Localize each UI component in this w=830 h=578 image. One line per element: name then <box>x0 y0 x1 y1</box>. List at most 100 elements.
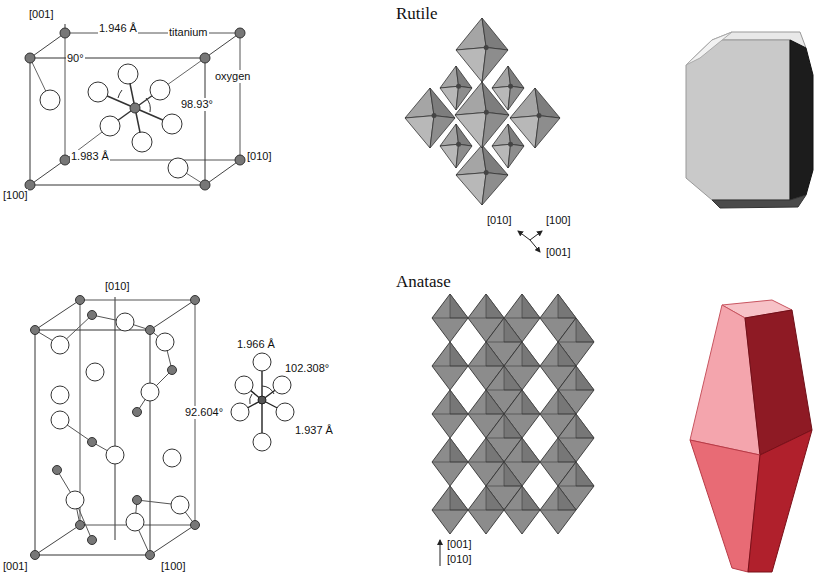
octahedron-edge <box>504 462 540 463</box>
bond-length: 1.937 Å <box>294 424 334 437</box>
unit-cell-upper <box>25 24 245 190</box>
octahedron-face <box>450 486 468 510</box>
axis-label: [010] <box>486 214 512 227</box>
octahedron-face <box>486 390 504 414</box>
octahedron-face <box>405 88 434 118</box>
crystal-face <box>790 40 813 200</box>
octahedron <box>432 342 468 390</box>
octahedron-face <box>450 294 468 318</box>
octahedron-edge <box>558 486 594 487</box>
ti-atom <box>60 28 70 38</box>
ti-atom <box>456 142 461 147</box>
crystal-face <box>712 195 806 208</box>
angle-label: 98.93° <box>180 98 214 111</box>
crystal-face <box>686 32 732 65</box>
cell-edge <box>30 58 205 185</box>
cell-edge <box>35 525 80 555</box>
octahedron-face <box>576 414 594 438</box>
phase-title: Anatase <box>395 272 452 292</box>
octahedron-edge <box>468 366 504 367</box>
ti-atom <box>60 155 70 165</box>
o-atom <box>100 116 120 136</box>
octahedron-edge <box>468 462 504 463</box>
ti-atom <box>258 396 266 404</box>
angle-arc <box>250 394 252 404</box>
octahedron-face <box>405 116 434 148</box>
octahedron-face <box>576 462 594 486</box>
octahedron-face <box>576 318 594 342</box>
octahedron-face <box>522 390 540 414</box>
cell-edge <box>80 300 195 525</box>
bond-length: 1.966 Å <box>236 338 276 351</box>
octahedron-face <box>504 462 522 486</box>
octahedron-edge <box>540 510 576 511</box>
o-atom <box>132 132 152 152</box>
octahedron <box>432 438 468 486</box>
octahedron-face <box>508 66 524 88</box>
o-atom <box>276 403 294 421</box>
axis-arrow <box>530 240 540 252</box>
octahedron-face <box>486 342 504 366</box>
angle-label: 90° <box>66 52 85 65</box>
octahedron <box>432 294 468 342</box>
octahedron-face <box>558 390 576 414</box>
o-atom <box>163 449 181 467</box>
ti-atom <box>456 84 461 89</box>
angle-arc <box>118 90 122 98</box>
octahedron-face <box>482 47 508 82</box>
o-atom <box>51 411 69 429</box>
angle-arc <box>262 386 274 394</box>
octahedron-face <box>492 66 511 88</box>
o-atom <box>273 376 291 394</box>
ti-atom <box>484 170 489 175</box>
octahedron-face <box>430 88 455 118</box>
octahedron-edge <box>468 414 504 415</box>
ti-atom <box>191 296 200 305</box>
ti-atom <box>200 180 210 190</box>
octahedron-face <box>450 342 468 366</box>
ti-atom <box>88 438 97 447</box>
octahedron-face <box>504 318 522 342</box>
o-atom <box>141 383 159 401</box>
ti-atom <box>537 113 542 118</box>
o-atom <box>253 353 271 371</box>
octahedron <box>504 438 540 486</box>
cell-edge <box>65 33 240 160</box>
ti-atom <box>133 496 142 505</box>
axis-arrow <box>440 540 441 566</box>
cell-edge <box>150 525 195 555</box>
ti-atom <box>133 408 142 417</box>
octahedron-face <box>482 18 508 50</box>
axis-label: [001] <box>28 8 54 21</box>
angle-arc <box>146 98 150 112</box>
crystal-face <box>690 440 760 572</box>
axis-label: [010] <box>104 280 130 293</box>
axis-label: [001] <box>2 560 28 573</box>
o-atom <box>126 513 144 531</box>
cell-edge <box>30 33 65 58</box>
octahedron-edge <box>558 390 594 391</box>
ti-atom <box>53 466 62 475</box>
cell-edge <box>35 330 150 555</box>
o-atom <box>66 491 84 509</box>
octahedron-face <box>455 82 486 115</box>
octahedron-edge <box>468 510 504 511</box>
octahedron-edge <box>558 342 594 343</box>
octahedron-edge <box>504 366 540 367</box>
ti-atom <box>168 366 177 375</box>
octahedron-face <box>558 342 576 366</box>
octahedron <box>558 318 594 366</box>
o-atom <box>156 333 174 351</box>
octahedron-face <box>558 438 576 462</box>
o-atom <box>40 90 60 110</box>
o-atom <box>88 82 108 102</box>
bond-length: 1.983 Å <box>70 150 110 163</box>
o-atom <box>116 313 134 331</box>
octahedron-face <box>486 438 504 462</box>
bond-length: 1.946 Å <box>98 22 138 35</box>
o-atom <box>231 403 249 421</box>
octahedron-edge <box>540 414 576 415</box>
octahedron-edge <box>486 486 522 487</box>
octahedron-face <box>522 294 540 318</box>
octahedron <box>504 486 540 534</box>
